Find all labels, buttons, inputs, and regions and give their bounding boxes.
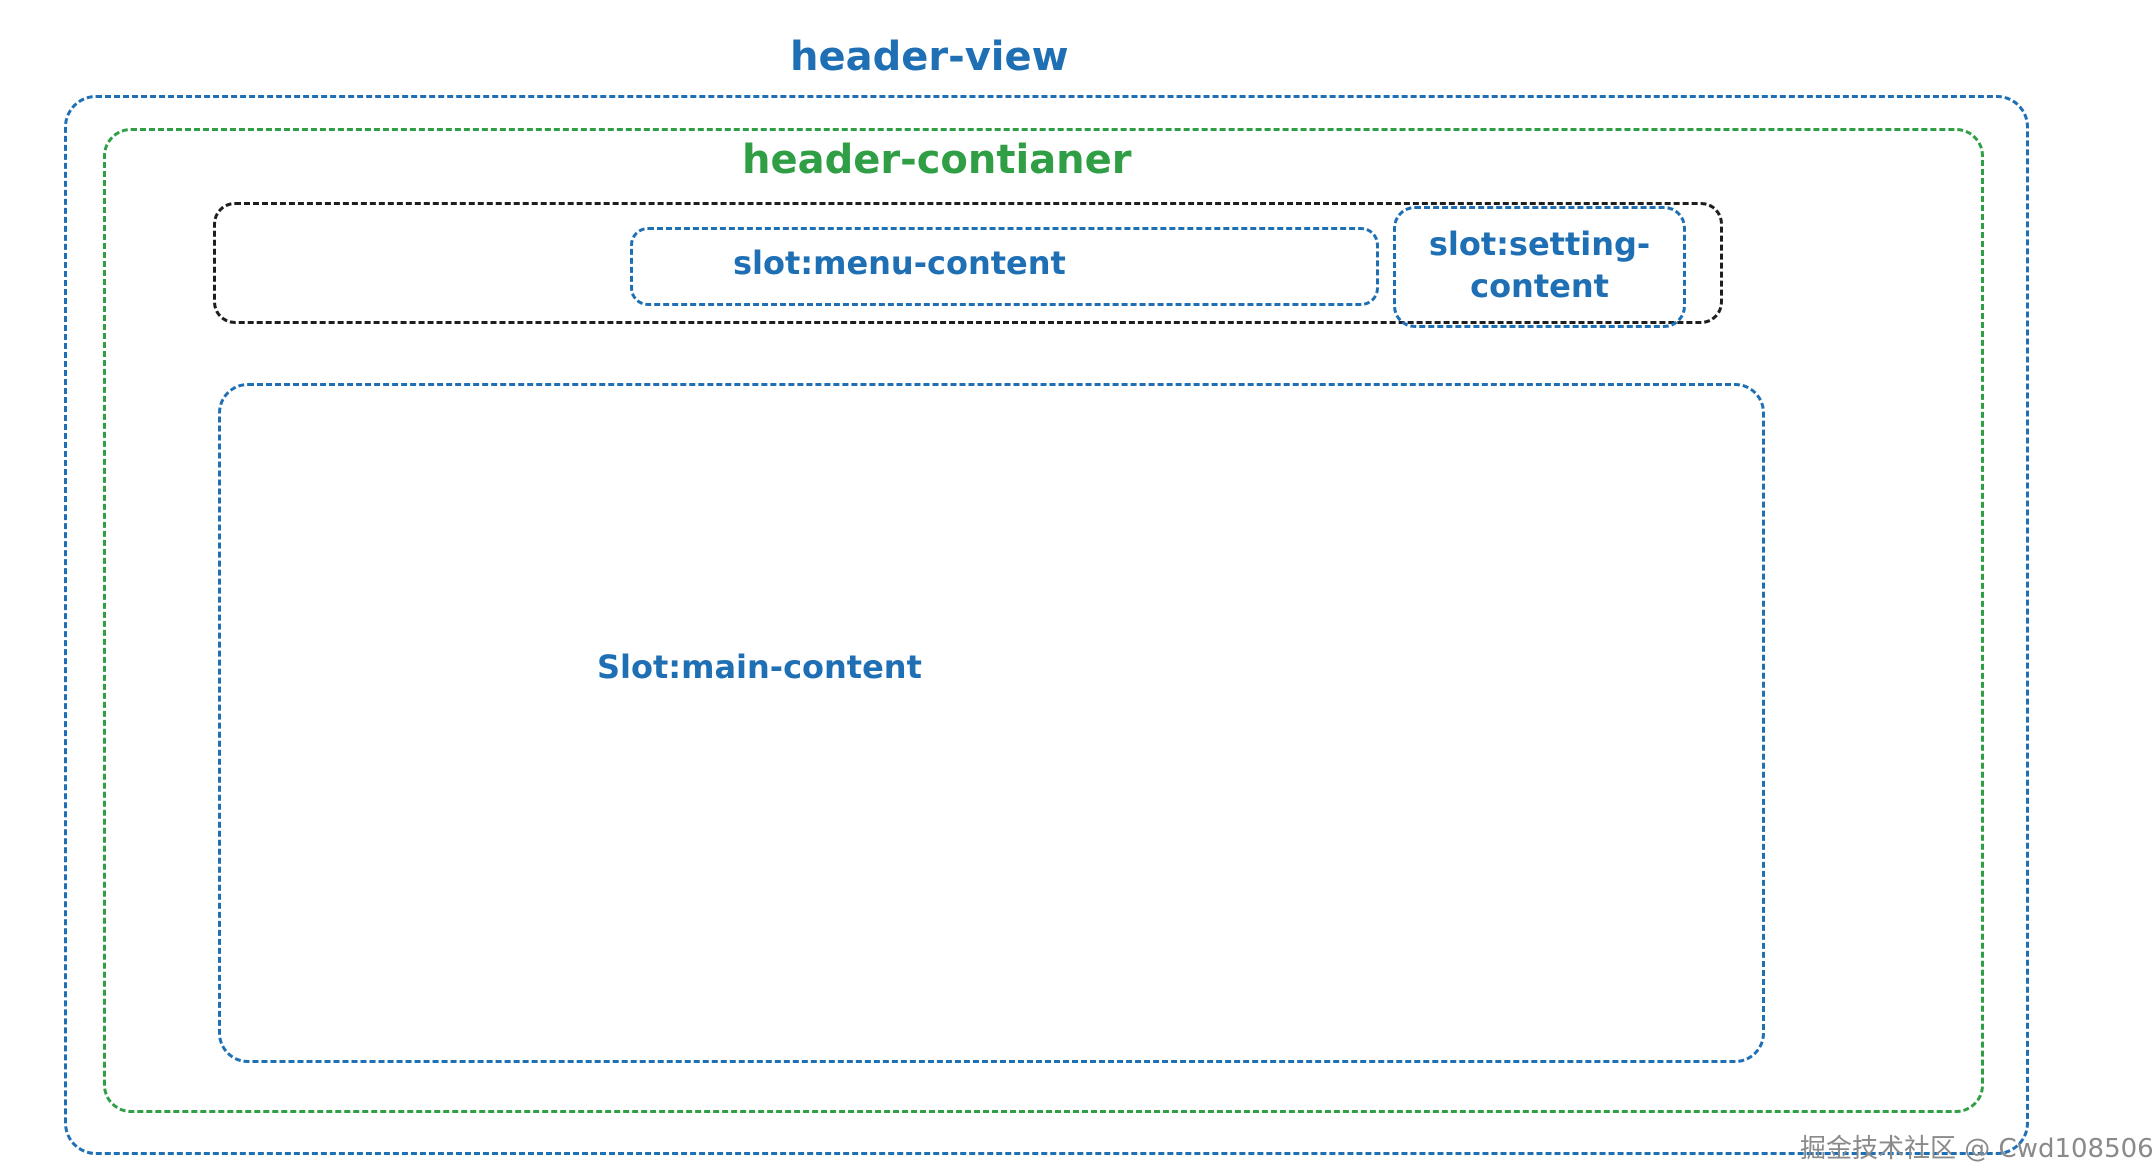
watermark: 掘金技术社区 @ Cwd108506 [1800, 1134, 2154, 1164]
header-container-box [103, 128, 1984, 1113]
header-view-label: header-view [790, 34, 1069, 80]
menu-content-slot-box [630, 227, 1379, 306]
setting-content-slot-box [1393, 206, 1686, 328]
header-container-label: header-contianer [742, 137, 1132, 183]
setting-content-slot-label: slot:setting-content [1428, 225, 1651, 305]
header-view-box [64, 95, 2029, 1155]
main-content-slot-label: Slot:main-content [597, 648, 922, 686]
header-bar-box [213, 202, 1723, 324]
main-content-slot-box [218, 383, 1765, 1063]
menu-content-slot-label: slot:menu-content [733, 244, 1066, 282]
